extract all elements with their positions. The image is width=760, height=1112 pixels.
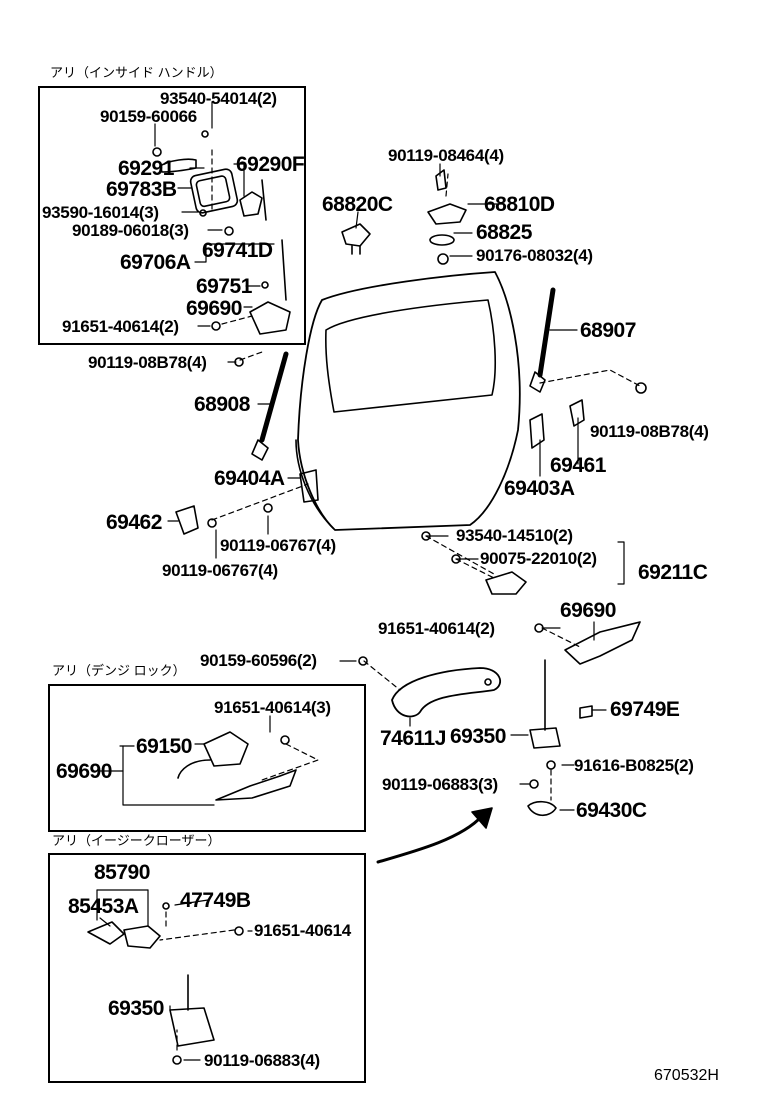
part-number-label: 90119-06883(3) — [382, 775, 498, 794]
part-number-label: 69150 — [136, 735, 192, 758]
part-number-label: 90159-60596(2) — [200, 651, 317, 670]
part-number-label: 93590-16014(3) — [42, 203, 159, 222]
inside-handle-group-header: アリ（インサイド ハンドル） — [50, 65, 223, 80]
part-number-label: 69690 — [560, 599, 616, 622]
part-number-label: 91651-40614 — [254, 921, 351, 940]
part-number-label: 90075-22010(2) — [480, 549, 597, 568]
easy-closer-group-frame — [48, 853, 366, 1083]
part-number-label: 69706A — [120, 251, 191, 274]
part-number-label: 68907 — [580, 319, 636, 342]
part-number-label: 93540-54014(2) — [160, 89, 277, 108]
part-number-label: 85453A — [68, 895, 139, 918]
part-number-label: 69404A — [214, 467, 285, 490]
part-number-label: 68810D — [484, 193, 555, 216]
part-number-label: 90176-08032(4) — [476, 246, 593, 265]
inside-handle-group-frame — [38, 86, 306, 345]
dashed-connectors — [159, 149, 641, 1051]
part-number-label: 69741D — [202, 239, 273, 262]
part-number-label: 91651-40614(2) — [62, 317, 179, 336]
hinge-and-stay-parts — [175, 169, 647, 535]
lock-parts — [358, 531, 641, 864]
part-number-label: 93540-14510(2) — [456, 526, 573, 545]
diagram-reference-code: 670532H — [654, 1067, 719, 1084]
part-number-label: 91651-40614(2) — [378, 619, 495, 638]
part-number-label: 47749B — [180, 889, 251, 912]
power-lock-group-header: アリ（デンジ ロック） — [52, 663, 186, 678]
part-number-label: 69783B — [106, 178, 177, 201]
part-number-label: 68820C — [322, 193, 393, 216]
part-number-label: 69350 — [450, 725, 506, 748]
power-lock-group-frame — [48, 684, 366, 832]
part-number-label: 90189-06018(3) — [72, 221, 189, 240]
part-number-label: 69430C — [576, 799, 647, 822]
part-number-label: 69350 — [108, 997, 164, 1020]
power-lock-parts — [177, 731, 297, 801]
part-number-label: 69690 — [186, 297, 242, 320]
part-number-label: 90119-08464(4) — [388, 146, 504, 165]
part-number-label: 69211C — [638, 561, 708, 584]
part-number-label: 90119-08B78(4) — [88, 353, 207, 372]
inside-handle-assembly — [152, 130, 291, 335]
part-number-label: 69751 — [196, 275, 252, 298]
part-number-label: 69461 — [550, 454, 606, 477]
part-number-label: 69291 — [118, 157, 174, 180]
part-number-label: 85790 — [94, 861, 150, 884]
leader-lines — [96, 101, 625, 1061]
part-number-label: 69690 — [56, 760, 112, 783]
part-number-label: 91616-B0825(2) — [574, 756, 694, 775]
part-number-label: 74611J — [380, 727, 446, 750]
part-number-label: 90119-06883(4) — [204, 1051, 320, 1070]
part-number-label: 90159-60066 — [100, 107, 197, 126]
easy-closer-group-header: アリ（イージークローザー） — [52, 833, 221, 848]
part-number-label: 68825 — [476, 221, 532, 244]
easy-closer-parts — [87, 902, 244, 1065]
part-number-label: 69290F — [236, 153, 305, 176]
part-number-label: 90119-06767(4) — [220, 536, 336, 555]
part-number-label: 68908 — [194, 393, 250, 416]
part-number-label: 91651-40614(3) — [214, 698, 331, 717]
part-number-label: 90119-08B78(4) — [590, 422, 709, 441]
back-door-panel — [295, 271, 521, 531]
part-number-label: 69462 — [106, 511, 162, 534]
part-number-label: 90119-06767(4) — [162, 561, 278, 580]
part-number-label: 69749E — [610, 698, 680, 721]
part-number-label: 69403A — [504, 477, 575, 500]
